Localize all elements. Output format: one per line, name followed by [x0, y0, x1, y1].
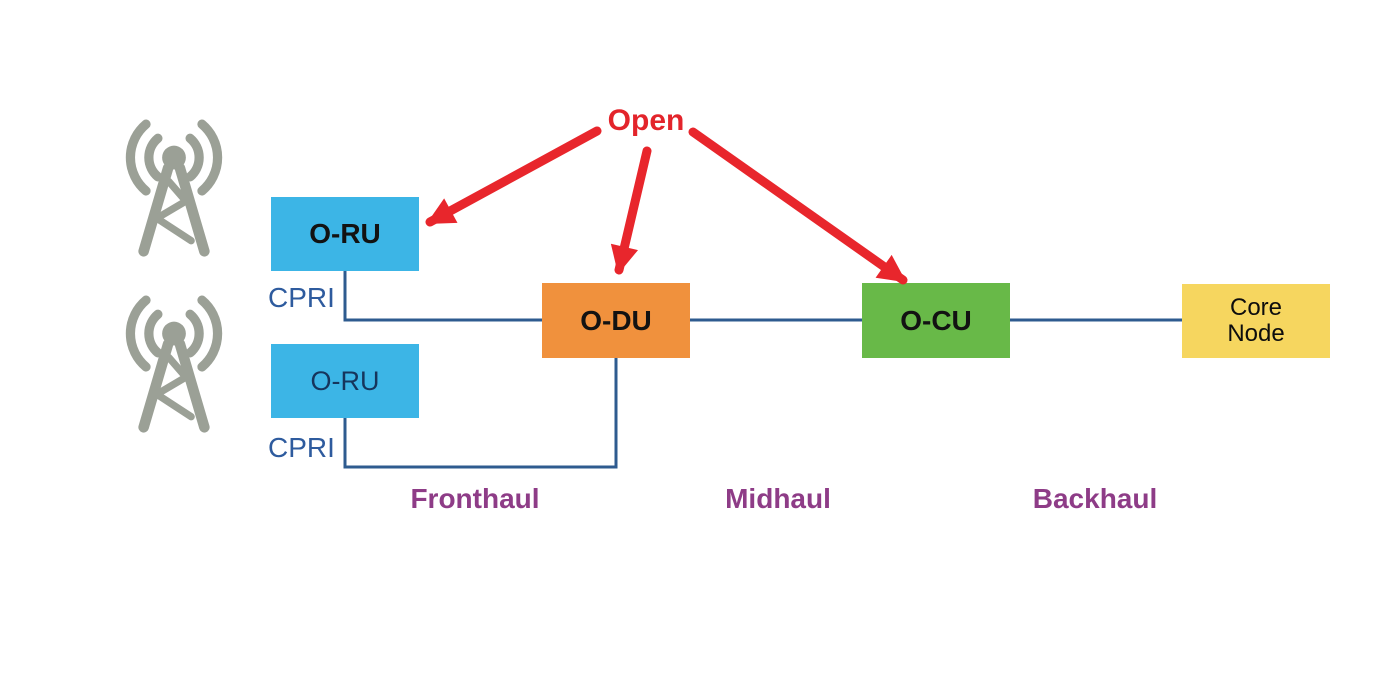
open-arrow-to-odu — [610, 146, 652, 275]
node-core-label-line2: Node — [1227, 320, 1285, 347]
node-core-label: Core Node — [1182, 284, 1330, 358]
radio-tower-icon — [130, 300, 217, 427]
node-oru-top-label: O-RU — [309, 218, 381, 249]
node-oru-top-box — [271, 197, 419, 271]
node-oru-bottom-box — [271, 344, 419, 418]
open-annotation-label: Open — [607, 104, 685, 137]
node-core-box — [1182, 284, 1330, 358]
node-odu-box — [542, 283, 690, 358]
segment-label-fronthaul: Fronthaul — [410, 483, 540, 514]
open-arrows — [425, 126, 908, 285]
node-core-label-line1: Core — [1229, 293, 1283, 321]
segment-label-midhaul: Midhaul — [725, 483, 831, 514]
open-arrow-to-oru — [425, 126, 602, 227]
node-odu-label: O-DU — [580, 304, 652, 336]
connector-lines — [343, 271, 1182, 469]
node-ocu-label: O-CU — [900, 304, 972, 336]
connector-oru-top-to-odu — [343, 271, 542, 322]
node-oru-bottom-label: O-RU — [310, 365, 380, 396]
node-ocu-box — [862, 283, 1010, 358]
open-arrow-to-ocu — [688, 127, 908, 285]
cpri-label-bottom: CPRI — [268, 432, 335, 463]
segment-label-backhaul: Backhaul — [1032, 483, 1158, 514]
radio-tower-icon — [130, 124, 217, 251]
connector-oru-bottom-to-odu — [343, 358, 618, 469]
cpri-label-top: CPRI — [268, 282, 335, 313]
